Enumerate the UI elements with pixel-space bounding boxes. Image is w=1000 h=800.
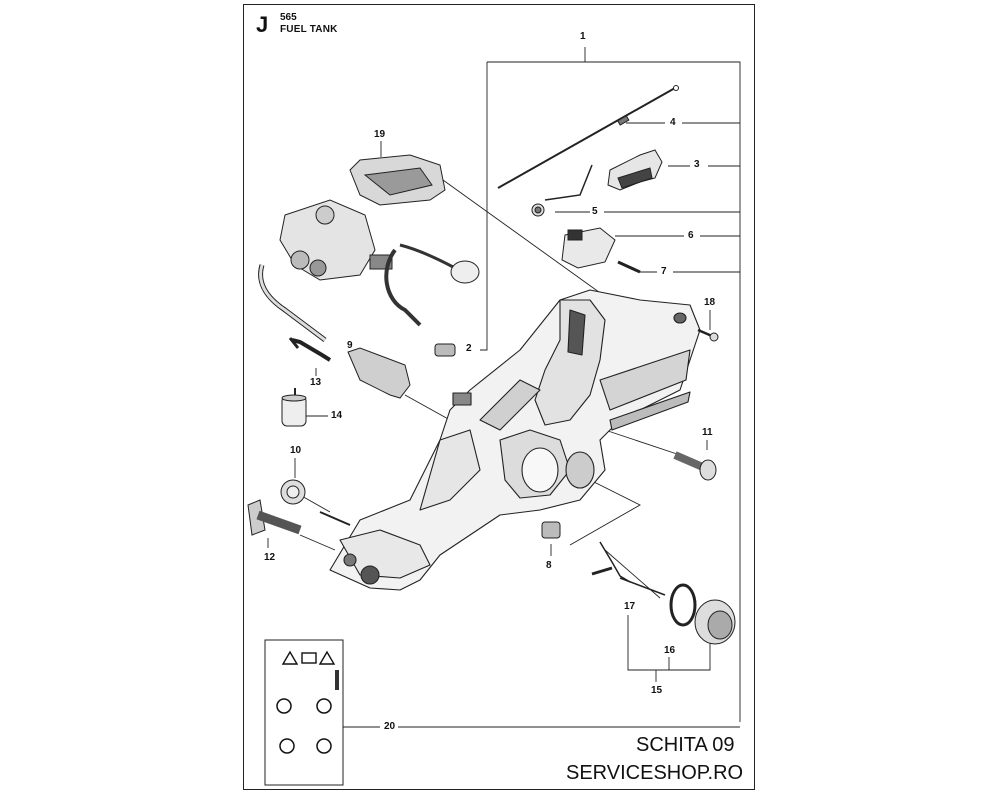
part-14-filter xyxy=(281,388,307,427)
section-letter: J xyxy=(256,12,269,37)
page-title: FUEL TANK xyxy=(280,24,338,35)
part-6-lockout xyxy=(561,227,616,269)
leader-8-axis xyxy=(569,479,641,546)
fuel-tank-body xyxy=(329,289,701,591)
hearing-protection-icon xyxy=(276,698,292,714)
callout-9: 9 xyxy=(347,340,353,351)
leader-lines xyxy=(267,47,741,728)
part-20-decal xyxy=(264,639,344,786)
callout-19: 19 xyxy=(374,129,386,140)
manual-icon xyxy=(301,652,317,664)
callout-18: 18 xyxy=(704,297,716,308)
part-19-cover xyxy=(349,154,446,206)
callout-10: 10 xyxy=(290,445,302,456)
leader-10-axis xyxy=(299,494,331,513)
leader-11-axis xyxy=(604,429,681,456)
leader-19-axis xyxy=(442,179,611,301)
part-9-bracket xyxy=(347,347,411,399)
part-15-cap xyxy=(694,599,736,645)
part-4-cable xyxy=(497,85,679,189)
sheet-label: SCHITA 09 xyxy=(636,734,735,756)
callout-15: 15 xyxy=(651,685,663,696)
glove-icon xyxy=(279,738,295,754)
leader-17-axis xyxy=(604,549,661,599)
leader-1-bracket xyxy=(487,61,741,722)
callout-8: 8 xyxy=(546,560,552,571)
callout-6: 6 xyxy=(688,230,694,241)
part-7-pin xyxy=(617,260,641,274)
part-10-buffer xyxy=(280,479,306,505)
callout-16: 16 xyxy=(664,645,676,656)
decal-code-mark xyxy=(335,670,339,690)
diagram-frame xyxy=(243,4,755,790)
part-16-seal xyxy=(669,583,697,627)
leader-9-axis xyxy=(404,394,451,421)
carburetor-assembly xyxy=(258,199,480,342)
part-2-grommet xyxy=(434,343,456,357)
part-8-bushing xyxy=(541,521,561,539)
part-18-screw xyxy=(697,328,719,342)
callout-7: 7 xyxy=(661,266,667,277)
eye-protection-icon xyxy=(316,698,332,714)
warning-kickback-icon xyxy=(318,650,336,665)
part-5-spring xyxy=(531,164,593,217)
part-17-strap xyxy=(591,541,666,596)
callout-4: 4 xyxy=(670,117,676,128)
callout-11: 11 xyxy=(702,427,713,438)
callout-17: 17 xyxy=(624,601,636,612)
callout-2: 2 xyxy=(466,343,472,354)
callout-14: 14 xyxy=(331,410,343,421)
part-3-trigger xyxy=(607,149,663,191)
callout-20: 20 xyxy=(384,721,396,732)
part-12-av-spring xyxy=(247,499,351,536)
part-13-hose xyxy=(288,337,332,362)
site-label: SERVICESHOP.RO xyxy=(566,762,744,784)
callout-13: 13 xyxy=(310,377,322,388)
leader-12-axis xyxy=(299,534,336,551)
model-number: 565 xyxy=(280,12,297,23)
part-11-av-spring xyxy=(673,451,717,481)
callout-1: 1 xyxy=(580,31,586,42)
callout-12: 12 xyxy=(264,552,276,563)
boot-icon xyxy=(316,738,332,754)
warning-icon xyxy=(281,650,299,665)
callout-5: 5 xyxy=(592,206,598,217)
callout-3: 3 xyxy=(694,159,700,170)
leader-2 xyxy=(480,62,488,351)
